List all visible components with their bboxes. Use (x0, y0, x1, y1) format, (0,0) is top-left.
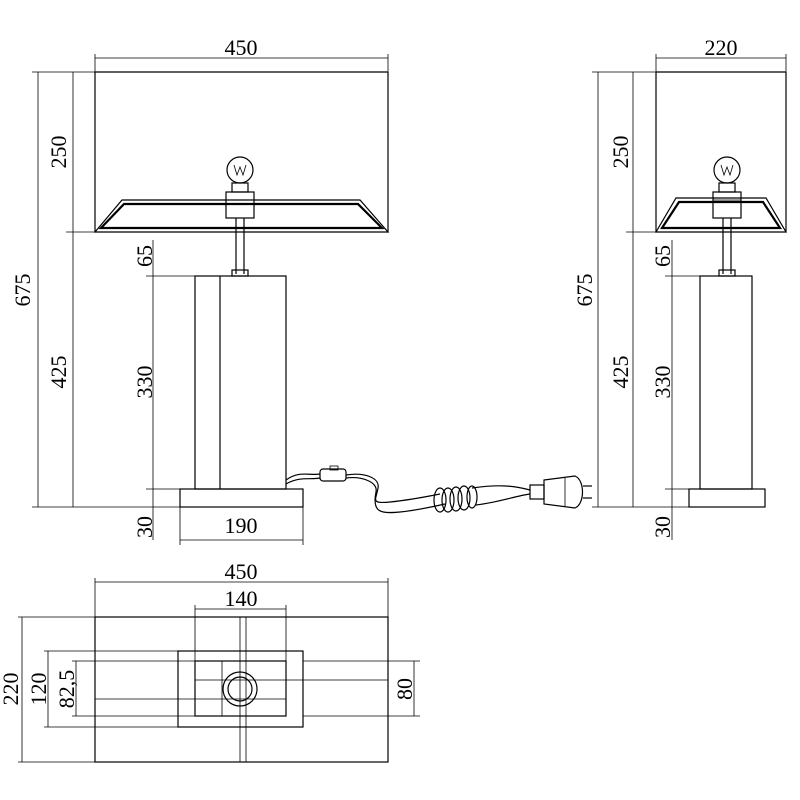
front-bulb-icon (225, 156, 255, 219)
power-cord (285, 465, 545, 514)
front-view: 450 675 250 425 65 330 30 (10, 35, 592, 545)
front-dim-base-width: 190 (179, 507, 304, 545)
top-shade-depth-label: 220 (0, 673, 23, 706)
front-neck (231, 218, 249, 277)
top-dim-body-depth: 82,5 (54, 660, 195, 717)
top-hole-inner (227, 676, 253, 702)
top-hole-span-label: 80 (392, 678, 417, 700)
front-dim-body: 65 330 30 (132, 240, 195, 540)
side-lower-height-label: 425 (608, 356, 633, 389)
front-body-height-label: 330 (132, 366, 157, 399)
top-view: 450 140 220 120 82,5 (0, 559, 420, 763)
top-body-depth-label: 82,5 (54, 670, 79, 709)
front-neck-height-label: 65 (132, 245, 157, 267)
front-base (179, 488, 304, 508)
top-shade-width-label: 450 (225, 559, 258, 584)
top-body-width-label: 140 (225, 586, 258, 611)
top-shade-outline (94, 616, 389, 763)
front-shade-width-label: 450 (225, 35, 258, 60)
top-base-depth-label: 120 (26, 673, 51, 706)
front-dim-shade-height: 250 425 (46, 72, 101, 507)
front-base-width-label: 190 (225, 513, 258, 538)
side-neck-height-label: 65 (650, 245, 675, 267)
top-base-outline (177, 650, 304, 728)
side-shade-depth-label: 220 (705, 35, 738, 60)
front-dim-shade-width: 450 (94, 35, 389, 72)
side-dim-body: 65 330 30 (650, 240, 700, 540)
top-hole-outer (222, 671, 258, 707)
side-dim-shade-depth: 220 (655, 35, 787, 72)
side-dim-shade-height: 250 425 (608, 72, 662, 507)
front-dim-total-height: 675 (10, 71, 180, 508)
plug-icon (543, 475, 592, 509)
side-dim-total-height: 675 (572, 71, 689, 508)
side-bulb-icon (712, 156, 742, 219)
top-dim-shade-width: 450 (94, 559, 389, 617)
side-base (688, 488, 766, 508)
side-shade-height-label: 250 (608, 136, 633, 169)
side-shade (654, 71, 788, 233)
top-dim-shade-depth: 220 (0, 616, 95, 763)
side-total-height-label: 675 (572, 274, 597, 307)
top-dim-body-width: 140 (194, 586, 287, 661)
top-dim-hole-span: 80 (303, 660, 420, 717)
front-shade-height-label: 250 (46, 136, 71, 169)
side-view: 220 675 250 425 65 330 30 (572, 35, 788, 540)
top-body-outline (194, 660, 287, 717)
side-neck (718, 218, 736, 277)
front-total-height-label: 675 (10, 274, 35, 307)
side-body-height-label: 330 (650, 366, 675, 399)
top-dim-base-depth: 120 (26, 650, 178, 728)
front-lower-height-label: 425 (46, 356, 71, 389)
front-shade (93, 71, 390, 233)
side-body (699, 275, 753, 490)
side-base-height-label: 30 (650, 516, 675, 538)
front-base-height-label: 30 (132, 516, 157, 538)
front-body (194, 275, 287, 490)
